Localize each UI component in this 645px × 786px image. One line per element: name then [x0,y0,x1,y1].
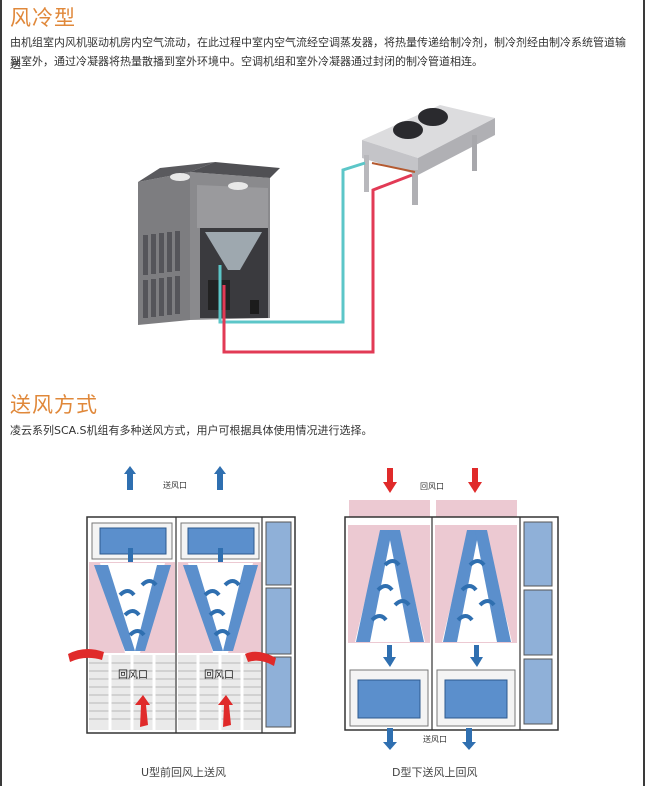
return-arrows-down [383,468,482,493]
diagram-d-type [344,468,559,750]
gas-pipe [222,173,413,354]
section-title-air-supply: 送风方式 [10,393,98,417]
u-supply-label: 送风口 [163,481,187,490]
u-return-label-1: 回风口 [118,670,148,681]
supply-arrows-up [124,466,226,490]
d-supply-label: 送风口 [423,735,447,744]
diagram-u-type [68,466,296,734]
supply-arrows-down [383,728,476,750]
indoor-unit-illustration [138,162,280,325]
caption-d-type: D型下送风上回风 [392,766,478,779]
section-paragraph-line1: 由机组室内风机驱动机房内空气流动，在此过程中室内空气流经空调蒸发器，将热量传递给… [10,36,626,71]
section-paragraph-line2: 到室外，通过冷凝器将热量散播到室外环境中。空调机组和室外冷凝器通过封闭的制冷管道… [10,55,483,68]
d-return-label: 回风口 [420,482,444,491]
section-title-air-cooled: 风冷型 [10,6,76,30]
section2-paragraph: 凌云系列SCA.S机组有多种送风方式，用户可根据具体使用情况进行选择。 [10,424,373,437]
outdoor-condenser-illustration [362,105,495,205]
u-return-label-2: 回风口 [204,670,234,681]
liquid-pipe [218,161,366,324]
caption-u-type: U型前回风上送风 [141,766,227,779]
